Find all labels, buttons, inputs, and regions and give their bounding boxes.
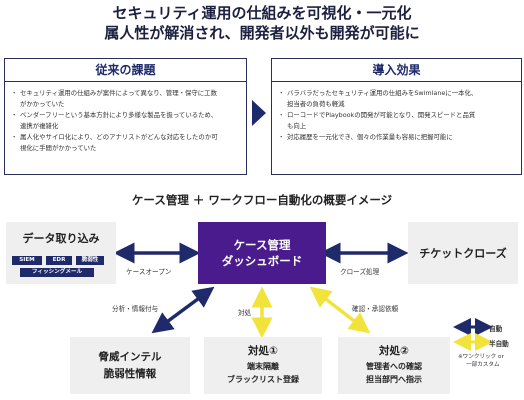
before-list: セキュリティ運用の仕組みが案件によって異なり、管理・保守に工数 がかかっていた … (5, 82, 246, 154)
response1-line1: 端末隔離 (247, 362, 279, 371)
threat-intel-line1: 脅威インテル (98, 350, 162, 363)
center-line2: ダッシュボード (221, 254, 303, 268)
arrow-confirm (309, 286, 371, 334)
response1-title: 対処① (248, 345, 278, 357)
legend-auto-label: 自動 (489, 325, 503, 333)
after-item: バラバラだったセキュリティ運用の仕組みをSwimlaneに一本化、 (278, 88, 515, 99)
before-panel: 従来の課題 セキュリティ運用の仕組みが案件によって異なり、管理・保守に工数 がか… (4, 58, 247, 175)
legend-note-line1: ※ワンクリック or (458, 354, 504, 360)
center-line1: ケース管理 (233, 238, 291, 252)
response1-box: 対処① 端末隔離 ブラックリスト登録 (204, 337, 322, 394)
tag-siem: SIEM (12, 256, 42, 265)
after-item: 担当者の負荷も軽減 (287, 100, 345, 108)
before-item: 連携が複雑化 (20, 122, 59, 130)
data-intake-title: データ取り込み (22, 232, 100, 245)
tag-vulnerability: 脆弱性 (76, 256, 104, 265)
legend-note-line2: 一部カスタム (466, 362, 500, 368)
response2-box: 対処② 管理者への確認 担当部門へ指示 (338, 337, 450, 394)
ticket-close-box: チケットクローズ (408, 222, 518, 284)
response1-line2: ブラックリスト登録 (227, 375, 299, 384)
after-list: バラバラだったセキュリティ運用の仕組みをSwimlaneに一本化、 担当者の負荷… (272, 82, 521, 143)
tag-phishing-mail: フィッシングメール (20, 268, 94, 277)
after-item: も向上 (287, 122, 307, 130)
legend-semi-auto-label: 半自動 (489, 340, 509, 348)
before-item: 属人化やサイロ化により、どのアナリストがどんな対応をしたのか可 (11, 132, 240, 143)
after-title: 導入効果 (272, 59, 521, 82)
before-title: 従来の課題 (5, 59, 246, 82)
threat-intel-line2: 脆弱性情報 (103, 367, 157, 380)
response2-line1: 管理者への確認 (366, 362, 422, 371)
before-item: セキュリティ運用の仕組みが案件によって異なり、管理・保守に工数 (11, 88, 240, 99)
headline-line1: セキュリティ運用の仕組みを可視化・一元化 (112, 4, 412, 22)
right-triangle-icon (252, 100, 266, 126)
label-case-open: ケースオープン (126, 268, 172, 276)
label-confirm: 確認・承認依頼 (352, 305, 399, 313)
diagram-title: ケース管理 ＋ ワークフロー自動化の概要イメージ (131, 193, 393, 207)
before-item: ベンダーフリーという基本方針により多様な製品を扱っているため、 (11, 110, 240, 121)
after-item: 対応履歴を一元化でき、個々の作業量も容易に把握可能に (278, 132, 515, 143)
tag-edr: EDR (46, 256, 72, 265)
after-panel: 導入効果 バラバラだったセキュリティ運用の仕組みをSwimlaneに一本化、 担… (271, 58, 522, 175)
label-analysis: 分析・情報付与 (112, 305, 159, 313)
arrow-analysis (151, 286, 215, 334)
response2-title: 対処② (379, 345, 409, 357)
threat-intel-box: 脅威インテル 脆弱性情報 (70, 337, 190, 394)
before-item: がかかっていた (20, 100, 65, 108)
case-dashboard-box: ケース管理 ダッシュボード (198, 222, 326, 284)
ticket-close-title: チケットクローズ (419, 247, 507, 260)
label-respond: 対処 (238, 309, 252, 317)
label-close-process: クローズ処理 (340, 268, 380, 276)
response2-line2: 担当部門へ指示 (366, 375, 422, 384)
headline-line2: 属人性が解消され、開発者以外も開発が可能に (104, 24, 420, 42)
after-item: ローコードでPlaybookの開発が可能となり、開発スピードと品質 (278, 110, 515, 121)
before-item: 視化に手間がかかっていた (20, 144, 97, 152)
